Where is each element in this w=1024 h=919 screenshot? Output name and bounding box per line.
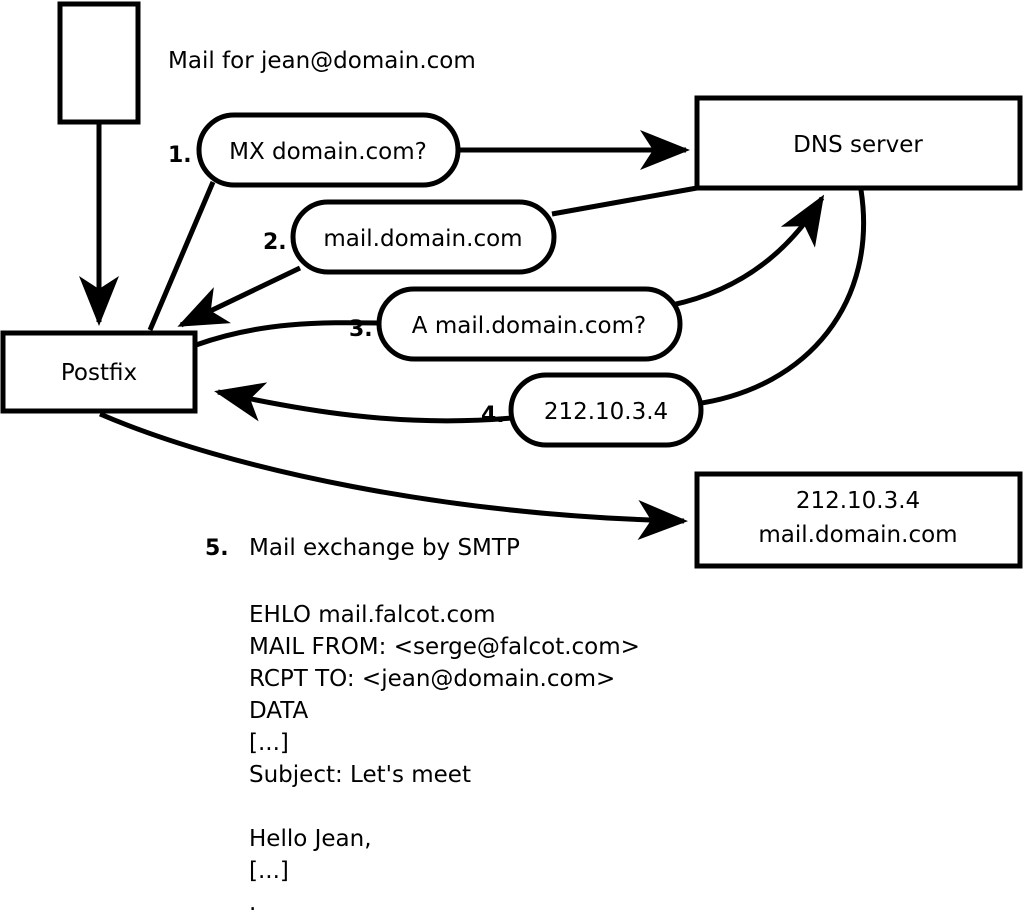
dns-server-box-label: DNS server xyxy=(793,132,923,158)
step-1-bubble-label: MX domain.com? xyxy=(229,139,427,165)
step-1-bubble xyxy=(196,112,461,188)
step-4-number: 4. xyxy=(481,403,505,428)
transcript-line: MAIL FROM: <serge@falcot.com> xyxy=(249,634,640,660)
connector-step4-answer-to-postfix xyxy=(214,382,513,424)
connector-step1-postfix-to-query xyxy=(147,181,216,331)
sender-box xyxy=(57,1,141,125)
dns-server-box xyxy=(694,95,1023,191)
step-3-number: 3. xyxy=(349,317,373,342)
step-3-bubble xyxy=(376,286,683,362)
connector-step2-answer-to-postfix xyxy=(177,265,302,328)
connector-step5-postfix-to-mailserver xyxy=(99,411,688,541)
mail-server-box-line2: mail.domain.com xyxy=(758,522,957,548)
transcript-line: Subject: Let's meet xyxy=(249,762,471,788)
mail-server-box xyxy=(694,471,1023,569)
step-1-number: 1. xyxy=(168,143,192,168)
step-5-number: 5. xyxy=(205,536,229,561)
step-4-bubble xyxy=(508,372,704,448)
connector-step3-postfix-to-query xyxy=(195,320,382,348)
transcript-line: [...] xyxy=(249,858,289,884)
step-3-bubble-label: A mail.domain.com? xyxy=(412,313,646,339)
transcript-line: DATA xyxy=(249,698,309,724)
step-4-bubble-label: 212.10.3.4 xyxy=(544,399,668,425)
mail-server-box-line1: 212.10.3.4 xyxy=(796,488,920,514)
connector-step4-dns-to-answer xyxy=(694,189,867,407)
transcript-line: . xyxy=(249,890,256,916)
postfix-box-label: Postfix xyxy=(61,360,137,386)
transcript-line: RCPT TO: <jean@domain.com> xyxy=(249,666,615,692)
step-2-bubble xyxy=(290,199,557,275)
connector-step2-dns-to-answer xyxy=(551,185,698,217)
transcript-line: Hello Jean, xyxy=(249,826,372,852)
connector-step3-query-to-dns xyxy=(671,194,825,308)
step-5-label: Mail exchange by SMTP xyxy=(249,535,520,561)
postfix-box xyxy=(0,330,198,414)
step-2-number: 2. xyxy=(263,230,287,255)
mail-for-caption: Mail for jean@domain.com xyxy=(168,48,476,74)
transcript-line: EHLO mail.falcot.com xyxy=(249,602,496,628)
step-2-bubble-label: mail.domain.com xyxy=(323,226,522,252)
transcript-line: [...] xyxy=(249,730,289,756)
